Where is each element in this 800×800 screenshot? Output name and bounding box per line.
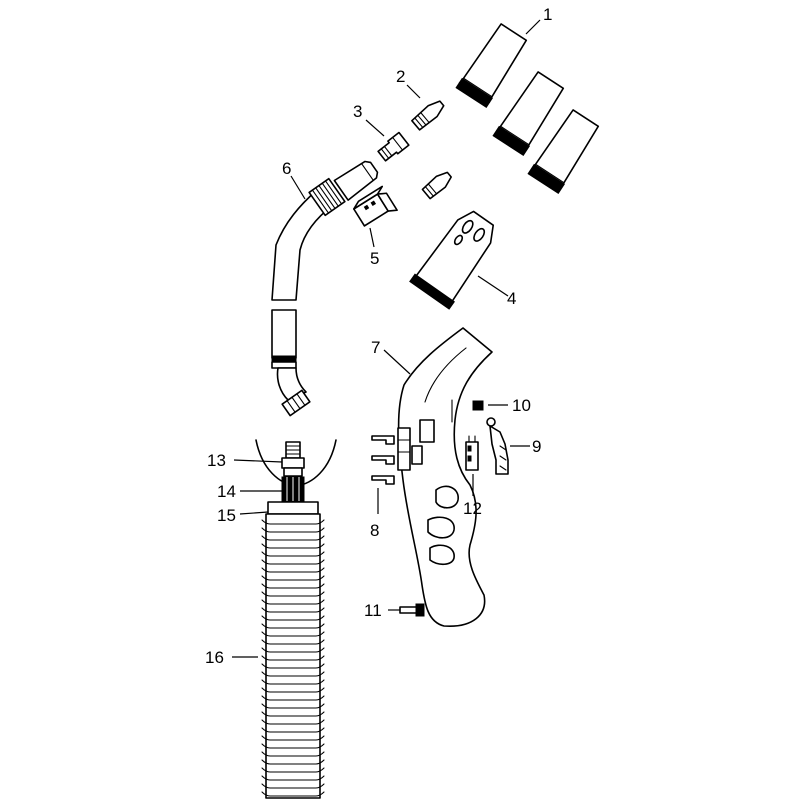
cable-rib bbox=[261, 615, 325, 621]
cable-rib bbox=[261, 687, 325, 693]
callout-7-leader bbox=[383, 349, 411, 375]
callout-14: 14 bbox=[217, 482, 236, 501]
cable-rib bbox=[261, 703, 325, 709]
callout-2-leader bbox=[406, 84, 421, 99]
cable-rib bbox=[261, 583, 325, 589]
callout-7: 7 bbox=[371, 338, 380, 357]
cable-rib bbox=[261, 751, 325, 757]
part-9-trigger[interactable] bbox=[486, 417, 509, 475]
callout-8: 8 bbox=[370, 521, 379, 540]
cable-rib bbox=[261, 535, 325, 541]
cable-rib bbox=[261, 759, 325, 765]
callout-6-leader bbox=[290, 175, 306, 200]
cable-rib bbox=[261, 623, 325, 629]
part-2-contact-tip-b[interactable] bbox=[421, 169, 454, 200]
cable-rib bbox=[261, 655, 325, 661]
cable-rib bbox=[261, 647, 325, 653]
part-8-trigger-clips[interactable] bbox=[371, 427, 411, 485]
cable-rib bbox=[261, 639, 325, 645]
cable-rib bbox=[261, 559, 325, 565]
cable-rib bbox=[261, 663, 325, 669]
callout-16: 16 bbox=[205, 648, 224, 667]
cable-rib bbox=[261, 767, 325, 773]
part-1-nozzle-c[interactable] bbox=[527, 108, 601, 195]
cable-rib bbox=[261, 743, 325, 749]
cable-rib bbox=[261, 631, 325, 637]
callout-15-leader bbox=[239, 511, 269, 515]
callout-11: 11 bbox=[364, 601, 382, 620]
cable-rib bbox=[261, 679, 325, 685]
cable-rib bbox=[261, 543, 325, 549]
cable-rib bbox=[261, 551, 325, 557]
part-3-tip-adaptor[interactable] bbox=[377, 131, 410, 163]
cable-rib bbox=[261, 711, 325, 717]
callout-4: 4 bbox=[507, 289, 516, 308]
callout-5-leader bbox=[369, 227, 375, 248]
callout-12: 12 bbox=[463, 499, 482, 518]
callout-15: 15 bbox=[217, 506, 236, 525]
cable-rib bbox=[261, 775, 325, 781]
part-1-nozzle-a[interactable] bbox=[455, 22, 529, 109]
part-10-small-block[interactable] bbox=[472, 400, 484, 411]
cable-rib bbox=[261, 599, 325, 605]
cable-rib bbox=[261, 719, 325, 725]
cable-rib bbox=[261, 519, 325, 525]
cable-rib bbox=[261, 607, 325, 613]
cable-rib bbox=[261, 591, 325, 597]
cable-rib bbox=[261, 791, 325, 797]
callout-13-leader bbox=[233, 459, 283, 463]
callout-4-leader bbox=[477, 275, 509, 297]
part-6-swan-neck[interactable] bbox=[271, 158, 381, 417]
cable-rib bbox=[261, 671, 325, 677]
part-4-shroud-nozzle[interactable] bbox=[409, 205, 503, 310]
cable-rib bbox=[261, 527, 325, 533]
part-1-nozzle-b[interactable] bbox=[492, 70, 566, 157]
callout-1-leader bbox=[525, 19, 541, 35]
callout-9: 9 bbox=[532, 437, 541, 456]
cable-rib bbox=[261, 727, 325, 733]
part-5-gas-diffuser[interactable] bbox=[352, 185, 398, 229]
cable-rib bbox=[261, 783, 325, 789]
part-11-screw[interactable] bbox=[399, 603, 425, 617]
callout-3-leader bbox=[365, 119, 385, 137]
callout-3: 3 bbox=[353, 102, 362, 121]
part-12-switch[interactable] bbox=[465, 435, 479, 471]
part-7-handle[interactable] bbox=[397, 327, 493, 627]
cable-rib bbox=[261, 735, 325, 741]
part-15-end-sleeve[interactable] bbox=[267, 501, 319, 515]
cable-rib bbox=[261, 575, 325, 581]
part-16-cable-cover[interactable] bbox=[261, 513, 325, 799]
callout-13: 13 bbox=[207, 451, 226, 470]
cable-rib bbox=[261, 567, 325, 573]
callout-1: 1 bbox=[543, 5, 552, 24]
part-2-contact-tip-a[interactable] bbox=[411, 98, 446, 131]
cable-rib bbox=[261, 695, 325, 701]
callout-10: 10 bbox=[512, 396, 531, 415]
callout-6: 6 bbox=[282, 159, 291, 178]
part-14-nut[interactable] bbox=[281, 476, 305, 502]
callout-5: 5 bbox=[370, 249, 379, 268]
callout-2: 2 bbox=[396, 67, 405, 86]
